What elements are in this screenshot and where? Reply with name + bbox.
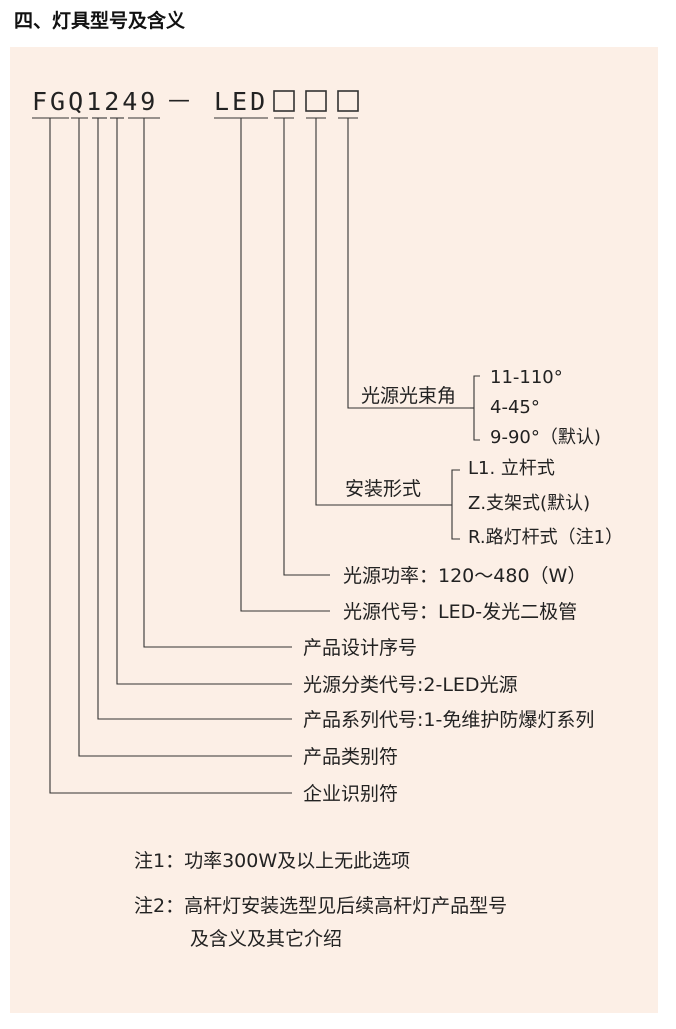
mount-option-1: L1. 立杆式 <box>468 458 555 479</box>
code-box-3 <box>337 90 359 112</box>
item-category: 产品类别符 <box>303 746 398 768</box>
beam-option-3: 9-90°（默认) <box>490 427 601 448</box>
beam-option-2: 4-45° <box>490 397 540 418</box>
section-heading: 四、灯具型号及含义 <box>14 10 186 32</box>
item-product-series: 产品系列代号:1-免维护防爆灯系列 <box>303 709 594 731</box>
code-part1: FGQ1249 <box>32 87 158 116</box>
item-led-code: 光源代号：LED-发光二极管 <box>343 601 577 623</box>
item-power: 光源功率：120～480（W） <box>343 565 586 587</box>
mount-option-3: R.路灯杆式（注1） <box>468 527 623 548</box>
code-box-1 <box>273 90 295 112</box>
mount-option-2: Z.支架式(默认) <box>468 493 590 514</box>
item-source-class: 光源分类代号:2-LED光源 <box>303 674 518 696</box>
mount-type-label: 安装形式 <box>345 478 421 500</box>
diagram-panel <box>10 47 658 1013</box>
note-2-line-2: 及含义及其它介绍 <box>190 928 342 950</box>
beam-option-1: 11-110° <box>490 367 563 388</box>
note-2-line-1: 注2：高杆灯安装选型见后续高杆灯产品型号 <box>134 895 507 917</box>
item-enterprise: 企业识别符 <box>303 783 398 805</box>
note-1: 注1：功率300W及以上无此选项 <box>134 850 410 872</box>
code-part2: LED <box>214 87 268 116</box>
leader-lines <box>49 118 480 794</box>
item-design-seq: 产品设计序号 <box>303 637 417 659</box>
beam-angle-label: 光源光束角 <box>361 385 456 407</box>
code-dash: — <box>168 88 190 113</box>
code-box-2 <box>305 90 327 112</box>
